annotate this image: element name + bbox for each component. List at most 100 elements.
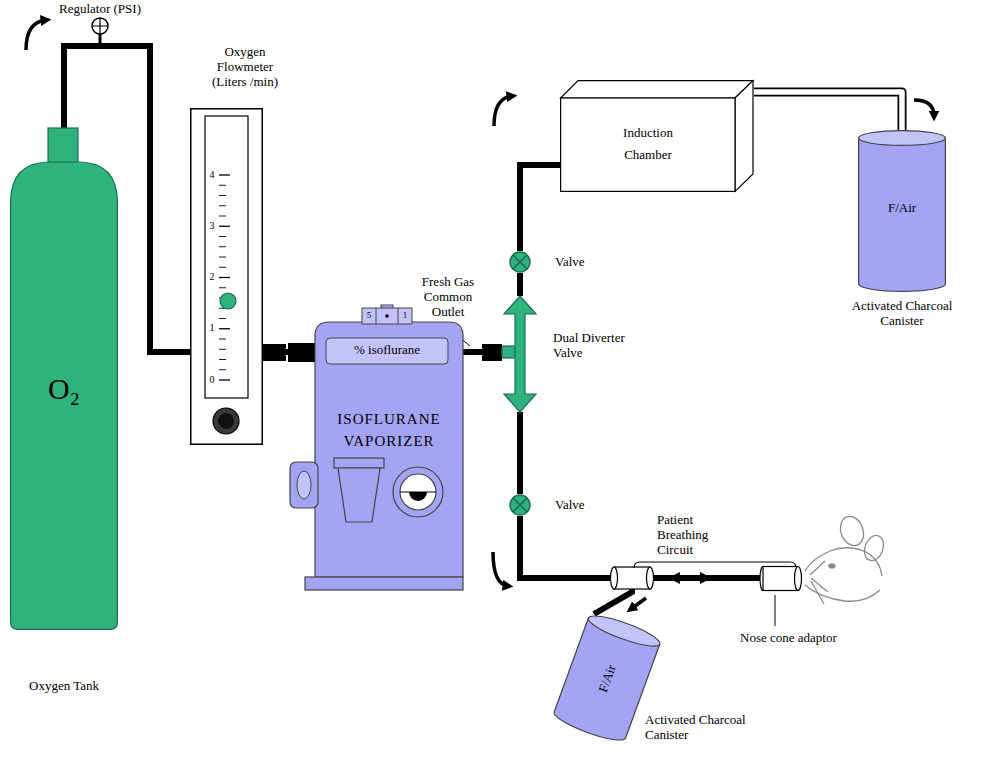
scale-tick (219, 246, 226, 247)
dial-dot (385, 314, 389, 318)
part-name: Valve (555, 254, 585, 269)
diverter-valve: Dual Diverter Valve (502, 296, 538, 412)
scale-tick (219, 287, 226, 288)
part-name: Induction Chamber (612, 122, 684, 166)
vaporizer-body (315, 322, 463, 577)
level-gauge-line (400, 492, 436, 493)
pipe (517, 273, 523, 296)
part-name: ISOFLURANE VAPORIZER (319, 408, 459, 452)
regulator-dial (92, 18, 108, 34)
pipe (520, 516, 632, 614)
mouse-ear (861, 533, 887, 564)
pipe (517, 412, 523, 494)
mouse-ear (837, 513, 868, 549)
level-gauge-face (400, 474, 436, 510)
flow-arrows (26, 20, 934, 609)
induction-chamber: Induction Chamber (560, 80, 754, 192)
filler-cup (338, 468, 380, 522)
shape-outline (509, 251, 531, 273)
concentration-dial (362, 308, 412, 324)
gas-line (754, 92, 902, 130)
flow-arrow (26, 20, 46, 50)
outlet-fitting (262, 344, 286, 361)
valve: Valve (509, 494, 531, 516)
shape-outline (760, 566, 802, 591)
oxygen-flowmeter: Oxygen Flowmeter (Liters /min) (190, 108, 263, 445)
y-piece-end (611, 567, 618, 589)
mouse-head (805, 548, 882, 576)
charcoal-canister: F/AirActivated Charcoal Canister (858, 130, 946, 292)
shape-outline (190, 108, 263, 445)
canister-label: F/Air (888, 200, 916, 215)
part-name: Fresh Gas Common Outlet (416, 274, 480, 319)
isoflurane-vaporizer: % isofluraneISOFLURANE VAPORIZER (288, 305, 463, 590)
chamber-side (735, 81, 753, 192)
scale-tick (219, 359, 226, 360)
scale-tick (219, 195, 226, 196)
scale-tick (219, 216, 226, 217)
dial-label: % isoflurane (354, 342, 420, 357)
diverter-arrow (504, 296, 536, 412)
canister-body (859, 138, 946, 291)
valve-body (510, 252, 530, 272)
pipe (64, 44, 100, 128)
tank-body (11, 162, 118, 629)
leader-line (775, 595, 776, 626)
scale-tick (219, 277, 230, 278)
flow-arrow (493, 552, 508, 586)
pipe (520, 165, 560, 251)
mouse-sketch (805, 513, 887, 604)
scale-tick (219, 369, 226, 370)
regulator-stem (99, 34, 102, 47)
chamber-top (561, 81, 753, 98)
part-name: Regulator (PSI) (59, 1, 141, 16)
inlet-fitting (288, 343, 316, 362)
scale-tick (219, 379, 230, 380)
shape-outline (509, 494, 531, 516)
scale-tick (219, 174, 230, 175)
tube-bore (754, 92, 902, 130)
tank-gas: O₂ (48, 372, 80, 406)
gas-line (64, 44, 100, 128)
flow-arrow (914, 100, 934, 116)
part-name: Dual Diverter Valve (553, 330, 645, 360)
scale-tick (219, 267, 226, 268)
vaporizer-base (305, 577, 463, 590)
scale-tick (219, 349, 226, 350)
gas-line (520, 412, 521, 494)
scale-tick (219, 339, 226, 340)
y-piece (611, 567, 654, 589)
diverter-stub (502, 346, 516, 358)
scale-tick (219, 205, 226, 206)
flow-knob (213, 408, 239, 434)
nose-cone-opening (795, 567, 802, 591)
valve-cross (513, 255, 527, 269)
level-gauge (393, 467, 443, 517)
gas-line (520, 273, 521, 296)
part-name: Valve (555, 497, 585, 512)
side-knob-face (297, 471, 311, 499)
flow-arrow (494, 96, 512, 126)
valve: Valve (509, 251, 531, 273)
tank-neck (48, 128, 78, 164)
flow-tube (205, 116, 248, 398)
scale-tick (219, 257, 226, 258)
level-gauge-fill (409, 492, 427, 501)
flow-double-arrow (674, 577, 706, 580)
side-knob (290, 462, 318, 508)
nose-cone: Nose cone adaptor (760, 566, 802, 591)
part-name: Activated Charcoal Canister (645, 712, 760, 742)
gas-line (520, 516, 632, 614)
part-name: Activated Charcoal Canister (842, 298, 962, 328)
mouse-eye (829, 564, 835, 568)
scale-tick (219, 318, 226, 319)
part-name: Patient Breathing Circuit (657, 512, 729, 557)
flowmeter-housing (191, 109, 263, 445)
scale-tick (219, 226, 230, 227)
chamber-front (561, 98, 735, 191)
dial-divider (376, 308, 398, 324)
shape-outline (502, 296, 538, 412)
part-name: Nose cone adaptor (740, 630, 837, 645)
canister-top (859, 131, 946, 146)
pressure-regulator: Regulator (PSI) (88, 14, 112, 44)
